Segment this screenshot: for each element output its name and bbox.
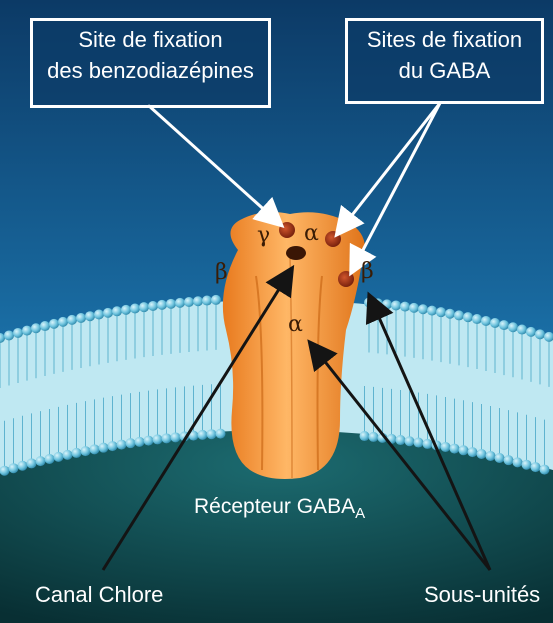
phospholipid-head [126,438,136,448]
phospholipid-head [157,300,167,310]
phospholipid-head [472,314,482,324]
gaba-binding-site-2 [338,271,354,287]
phospholipid-head [418,304,428,314]
gaba-sites-label: Sites de fixation du GABA [345,18,544,104]
phospholipid-head [463,312,473,322]
phospholipid-head [540,465,550,475]
subunit-alpha-top: α [304,221,319,246]
phospholipid-head [382,299,392,309]
phospholipid-head [94,309,104,319]
phospholipid-head [459,445,469,455]
phospholipid-head [175,298,185,308]
phospholipid-head [193,296,203,306]
phospholipid-head [216,429,226,439]
phospholipid-head [4,330,14,340]
phospholipid-head [427,306,437,316]
phospholipid-head [108,441,118,451]
phospholipid-head [445,309,455,319]
phospholipid-head [58,317,68,327]
phospholipid-head [117,440,127,450]
phospholipid-head [148,301,158,311]
phospholipid-head [18,461,28,471]
phospholipid-head [81,446,91,456]
phospholipid-head [76,313,86,323]
phospholipid-head [63,450,73,460]
phospholipid-head [423,439,433,449]
phospholipid-head [144,436,154,446]
subunit-beta-left: β [215,260,228,285]
phospholipid-head [153,434,163,444]
phospholipid-head [202,296,212,306]
phospholipid-head [211,295,221,305]
phospholipid-head [495,453,505,463]
receptor-label: Récepteur GABAA [194,494,365,523]
phospholipid-head [499,320,509,330]
phospholipid-head [171,432,181,442]
phospholipid-head [139,302,149,312]
phospholipid-head [121,305,131,315]
phospholipid-head [468,447,478,457]
phospholipid-head [481,316,491,326]
phospholipid-head [360,431,370,441]
phospholipid-head [486,451,496,461]
phospholipid-head [405,436,415,446]
phospholipid-head [207,429,217,439]
phospholipid-head [103,308,113,318]
phospholipid-head [99,443,109,453]
phospholipid-head [85,311,95,321]
phospholipid-head [436,307,446,317]
phospholipid-head [130,303,140,313]
phospholipid-head [49,319,59,329]
phospholipid-head [531,462,541,472]
phospholipid-head [166,299,176,309]
phospholipid-head [490,318,500,328]
phospholipid-head [400,302,410,312]
phospholipid-head [504,455,514,465]
phospholipid-head [414,438,424,448]
phospholipid-head [90,444,100,454]
phospholipid-head [535,329,545,339]
phospholipid-head [517,325,527,335]
phospholipid-head [45,454,55,464]
phospholipid-head [513,457,523,467]
phospholipid-head [31,323,41,333]
phospholipid-head [454,310,464,320]
chloride-channel-label: Canal Chlore [35,582,163,608]
phospholipid-head [67,315,77,325]
phospholipid-head [391,300,401,310]
phospholipid-head [508,322,518,332]
subunits-label: Sous-unités [424,582,540,608]
subunit-gamma: γ [257,223,270,248]
phospholipid-head [40,321,50,331]
phospholipid-head [112,306,122,316]
phospholipid-head [135,437,145,447]
phospholipid-head [477,449,487,459]
phospholipid-head [13,328,23,338]
phospholipid-head [441,442,451,452]
phospholipid-head [198,430,208,440]
phospholipid-head [54,452,64,462]
phospholipid-head [162,433,172,443]
phospholipid-head [27,458,37,468]
phospholipid-head [522,460,532,470]
phospholipid-head [396,435,406,445]
benzo-site-label: Site de fixation des benzodiazépines [30,18,271,108]
benzodiazepine-binding-site [279,222,295,238]
phospholipid-head [526,327,536,337]
phospholipid-head [36,456,46,466]
phospholipid-head [450,444,460,454]
phospholipid-head [72,448,82,458]
phospholipid-head [409,303,419,313]
subunit-beta-right: β [361,259,374,284]
phospholipid-head [9,463,19,473]
phospholipid-head [22,326,32,336]
phospholipid-head [184,297,194,307]
subunit-alpha-front: α [288,312,303,337]
phospholipid-head [369,432,379,442]
channel-pore [286,246,306,260]
